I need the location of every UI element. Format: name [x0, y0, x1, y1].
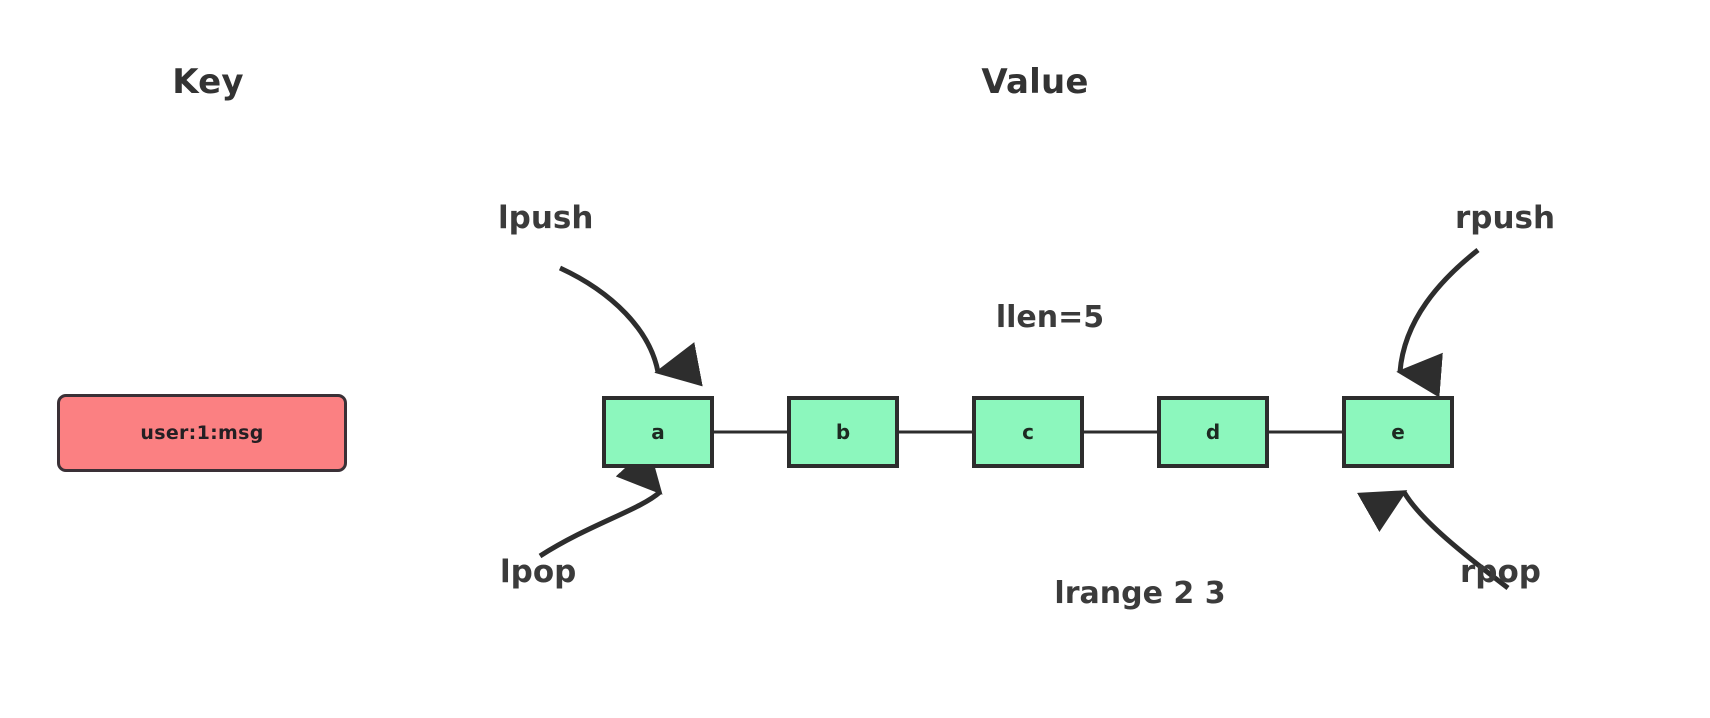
list-node-3: d	[1157, 396, 1269, 468]
value-column-title: Value	[981, 62, 1089, 102]
rpush-arrow	[1396, 248, 1480, 398]
list-node-2: c	[972, 396, 1084, 468]
lpush-arrow	[558, 265, 703, 387]
list-node-0: a	[602, 396, 714, 468]
list-node-1: b	[787, 396, 899, 468]
list-node-4: e	[1342, 396, 1454, 468]
lpop-arrow	[538, 446, 663, 559]
key-column-title: Key	[172, 62, 244, 102]
list-node-label: a	[651, 420, 665, 444]
key-node-label: user:1:msg	[140, 422, 264, 444]
list-node-label: e	[1391, 420, 1405, 444]
llen-annotation: llen=5	[995, 300, 1105, 335]
rpush-label: rpush	[1455, 200, 1556, 236]
rpop-label: rpop	[1460, 554, 1541, 590]
lpush-label: lpush	[498, 200, 594, 236]
list-node-label: d	[1205, 420, 1221, 444]
list-node-label: c	[1022, 420, 1034, 444]
key-node: user:1:msg	[57, 394, 347, 472]
lpop-label: lpop	[500, 554, 577, 590]
lrange-annotation: lrange 2 3	[1054, 576, 1226, 611]
list-node-label: b	[835, 420, 851, 444]
